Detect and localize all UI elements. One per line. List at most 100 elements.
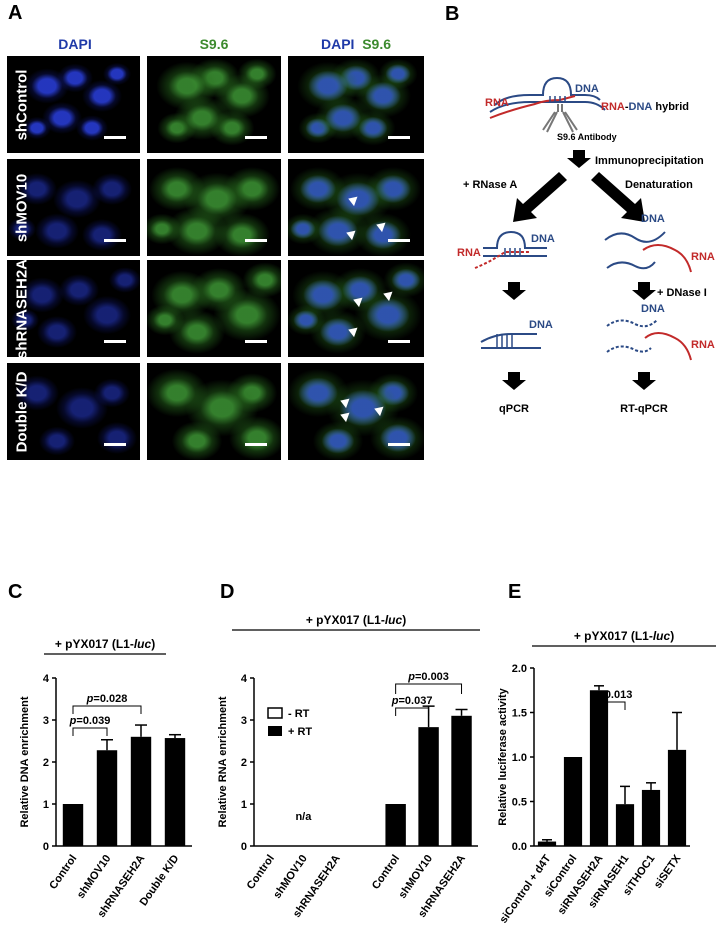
arrow-down-left-2 xyxy=(502,282,526,300)
legend-swatch-plus-rt xyxy=(268,726,282,736)
micrograph-s96-row-1 xyxy=(147,56,281,153)
bar-shmov10 xyxy=(96,750,118,846)
y-tick-label: 0.0 xyxy=(512,841,527,853)
scale-bar xyxy=(104,136,126,139)
title-part: ) xyxy=(670,629,674,643)
p-symbol: p xyxy=(591,689,599,701)
arrow-down-ip xyxy=(567,150,591,168)
panel-letter-b: B xyxy=(445,3,459,25)
scale-bar xyxy=(388,239,410,242)
label-rna-top: RNA xyxy=(485,97,509,109)
label-left-dna2: DNA xyxy=(529,319,553,331)
label-left-rna: RNA xyxy=(457,247,481,259)
y-tick-label: 1 xyxy=(241,799,247,811)
y-axis-label: Relative DNA enrichment xyxy=(19,696,31,827)
p-value-label: p=0.013 xyxy=(591,689,633,701)
scale-bar xyxy=(388,340,410,343)
scale-bar xyxy=(388,136,410,139)
title-italic: luc xyxy=(385,613,403,627)
label-left-dna: DNA xyxy=(531,233,555,245)
arrowhead-marker xyxy=(338,395,350,409)
row-label: Double K/D xyxy=(13,371,31,452)
micrograph-dapi-row-3: shRNASEH2A xyxy=(7,260,140,357)
p-value-label: p=0.037 xyxy=(391,695,433,707)
micrograph-dapi-row-1: shControl xyxy=(7,56,140,153)
label-antibody: S9.6 Antibody xyxy=(557,132,617,142)
p-value: =0.037 xyxy=(399,695,433,707)
arrowhead-marker xyxy=(338,409,350,423)
bar-sicontrol-d4t xyxy=(537,841,557,846)
label-dna-top: DNA xyxy=(575,83,599,95)
row-label: shControl xyxy=(13,69,31,140)
y-tick-label: 2 xyxy=(241,757,247,769)
arrow-down-right-3 xyxy=(632,372,656,390)
bar-plus-rt xyxy=(418,727,439,846)
micrograph-merge-row-4 xyxy=(288,363,424,460)
bar-sisetx xyxy=(667,749,687,846)
title-italic: luc xyxy=(653,629,671,643)
chart-title: + pYX017 (L1-luc) xyxy=(55,637,155,651)
legend-label-minus-rt: - RT xyxy=(288,708,310,720)
micrograph-s96-row-2 xyxy=(147,159,281,256)
arrow-diag-left xyxy=(513,172,567,222)
arrowhead-marker xyxy=(346,324,358,338)
dna-only-diagram xyxy=(480,333,541,349)
y-tick-label: 1.5 xyxy=(512,708,527,720)
label-right-rna: RNA xyxy=(691,251,715,263)
arrowhead-marker xyxy=(346,193,358,207)
arrowhead-marker xyxy=(372,403,384,417)
label-immunoprecipitation: Immunoprecipitation xyxy=(595,155,704,167)
bar-sirnaseh1 xyxy=(615,804,635,846)
p-value: =0.003 xyxy=(415,671,449,683)
arrow-diag-right xyxy=(591,172,645,222)
x-tick-label: Control xyxy=(245,853,277,892)
p-value: =0.013 xyxy=(598,689,632,701)
micrograph-dapi-row-4: Double K/D xyxy=(7,363,140,460)
panel-letter-a: A xyxy=(8,2,23,24)
bar-plus-rt xyxy=(385,804,406,846)
bar-double-k-d xyxy=(164,738,186,846)
y-tick-label: 3 xyxy=(241,715,247,727)
micrograph-s96-row-3 xyxy=(147,260,281,357)
title-italic: luc xyxy=(134,637,152,651)
arrowhead-marker xyxy=(351,294,363,308)
arrowhead-marker xyxy=(381,288,393,302)
x-tick-label: shMOV10 xyxy=(75,853,114,901)
denatured-diagram xyxy=(604,231,692,273)
chart-title: + pYX017 (L1-luc) xyxy=(574,629,674,643)
scale-bar xyxy=(245,340,267,343)
col-header-merge-s96: S9.6 xyxy=(362,36,392,52)
col-header-merge: DAPI S9.6 xyxy=(288,36,424,52)
y-tick-label: 2.0 xyxy=(512,663,527,675)
na-label: n/a xyxy=(295,811,312,823)
label-hybrid-sep: - xyxy=(625,101,629,113)
rna-only-diagram xyxy=(606,319,692,361)
chart-title: + pYX017 (L1-luc) xyxy=(306,613,406,627)
col-header-s96: S9.6 xyxy=(199,36,229,52)
panel-letter-d: D xyxy=(220,581,234,603)
panel-letter-c: C xyxy=(8,581,22,603)
row-label: shMOV10 xyxy=(13,173,31,242)
p-value-label: p=0.028 xyxy=(86,693,128,705)
significance-bracket xyxy=(72,727,108,736)
micrograph-dapi-row-2: shMOV10 xyxy=(7,159,140,256)
rdna-hybrid-diagram xyxy=(489,76,606,133)
bar-sirnaseh2a xyxy=(589,690,609,846)
y-tick-label: 1.0 xyxy=(512,752,527,764)
y-tick-label: 1 xyxy=(43,799,49,811)
col-header-dapi: DAPI xyxy=(58,36,92,52)
p-symbol: p xyxy=(407,671,415,683)
title-part: ) xyxy=(151,637,155,651)
micrograph-merge-row-1 xyxy=(288,56,424,153)
y-axis-label: Relative RNA enrichment xyxy=(217,696,229,827)
row-label: shRNASEH2A xyxy=(13,260,31,357)
label-hybrid-dna: DNA xyxy=(629,101,653,113)
p-value: =0.028 xyxy=(93,693,127,705)
arrow-down-right-2 xyxy=(632,282,656,300)
bar-plus-rt xyxy=(451,715,472,846)
p-value: =0.039 xyxy=(76,715,110,727)
